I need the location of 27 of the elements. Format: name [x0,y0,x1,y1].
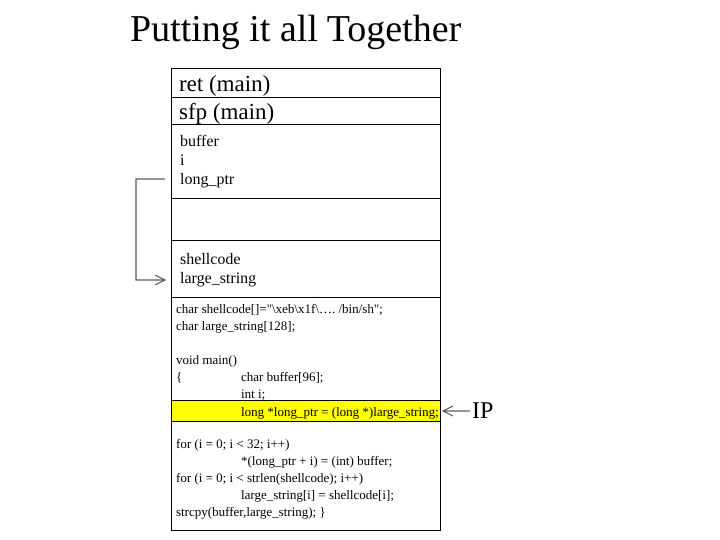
code-line: for (i = 0; i < strlen(shellcode); i++) [176,471,364,484]
code-box [171,421,441,531]
stack-cell: sfp (main) [171,97,441,125]
code-line: void main() [176,353,238,366]
stack-cell [171,240,441,298]
variable-name: long_ptr [180,172,234,188]
code-line: char buffer[96]; [241,370,324,383]
stack-cell [171,124,441,199]
code-line: char large_string[128]; [176,319,296,332]
code-line: long *long_ptr = (long *)large_string; [241,405,439,418]
variable-name: i [180,153,184,169]
code-line: strcpy(buffer,large_string); } [176,505,326,518]
code-line: int i; [241,387,266,400]
arrow [442,405,470,417]
variable-name: shellcode [180,252,240,268]
empty-stack-cell [171,198,441,241]
variable-name: large_string [180,271,256,287]
stack-cell: ret (main) [171,68,441,98]
title: Putting it all Together [130,10,462,48]
code-line: *(long_ptr + i) = (int) buffer; [241,454,392,467]
code-line: char shellcode[]="\xeb\x1f\…. /bin/sh"; [176,302,383,315]
ip-label: IP [472,398,498,424]
variable-name: buffer [180,134,219,150]
code-line: for (i = 0; i < 32; i++) [176,437,290,450]
code-line: { [176,370,182,383]
arrow [135,178,166,286]
code-line: large_string[i] = shellcode[i]; [241,488,394,501]
